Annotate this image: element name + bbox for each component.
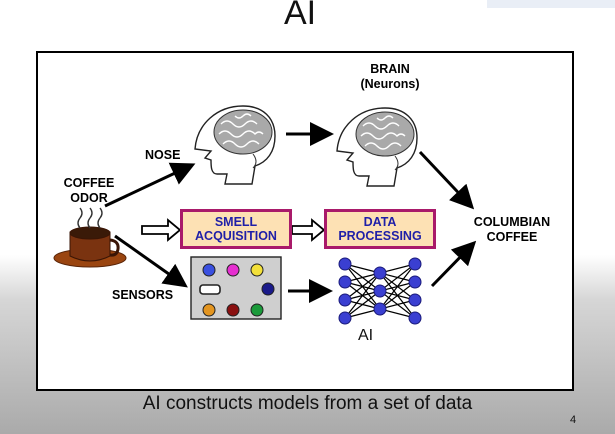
network-edge <box>344 272 381 301</box>
network-node <box>408 257 422 271</box>
nose-label: NOSE <box>145 148 181 162</box>
page-number: 4 <box>570 414 577 426</box>
coffee-odor-label: COFFEE ODOR <box>63 176 115 205</box>
network-node <box>338 275 352 289</box>
ai-label: AI <box>358 327 374 344</box>
columbian-coffee-label: COLUMBIAN COFFEE <box>473 215 551 244</box>
network-node <box>338 293 352 307</box>
network-node <box>373 266 387 280</box>
brain-label: BRAIN (Neurons) <box>360 62 420 91</box>
diagram-frame <box>36 51 574 391</box>
sensors-label: SENSORS <box>112 288 174 302</box>
smell-acquisition-box: SMELL ACQUISITION <box>180 209 292 249</box>
slide-caption: AI constructs models from a set of data <box>142 393 473 414</box>
sensor-panel-icon <box>190 256 282 320</box>
network-node <box>338 257 352 271</box>
network-edge <box>379 263 416 292</box>
network-node <box>338 311 352 325</box>
brain-icon <box>336 107 418 187</box>
network-node <box>408 275 422 289</box>
network-node <box>373 284 387 298</box>
cup-icon <box>53 207 127 268</box>
data-processing-box: DATA PROCESSING <box>324 209 436 249</box>
top-right-strip <box>487 0 615 8</box>
slide-title: AI <box>283 0 317 32</box>
network-node <box>373 302 387 316</box>
network-edge <box>344 290 381 319</box>
network-edge <box>379 263 416 310</box>
network-edge <box>379 281 416 310</box>
network-node <box>408 311 422 325</box>
network-node <box>408 293 422 307</box>
brain-icon <box>194 105 276 185</box>
network-edge <box>344 272 381 319</box>
